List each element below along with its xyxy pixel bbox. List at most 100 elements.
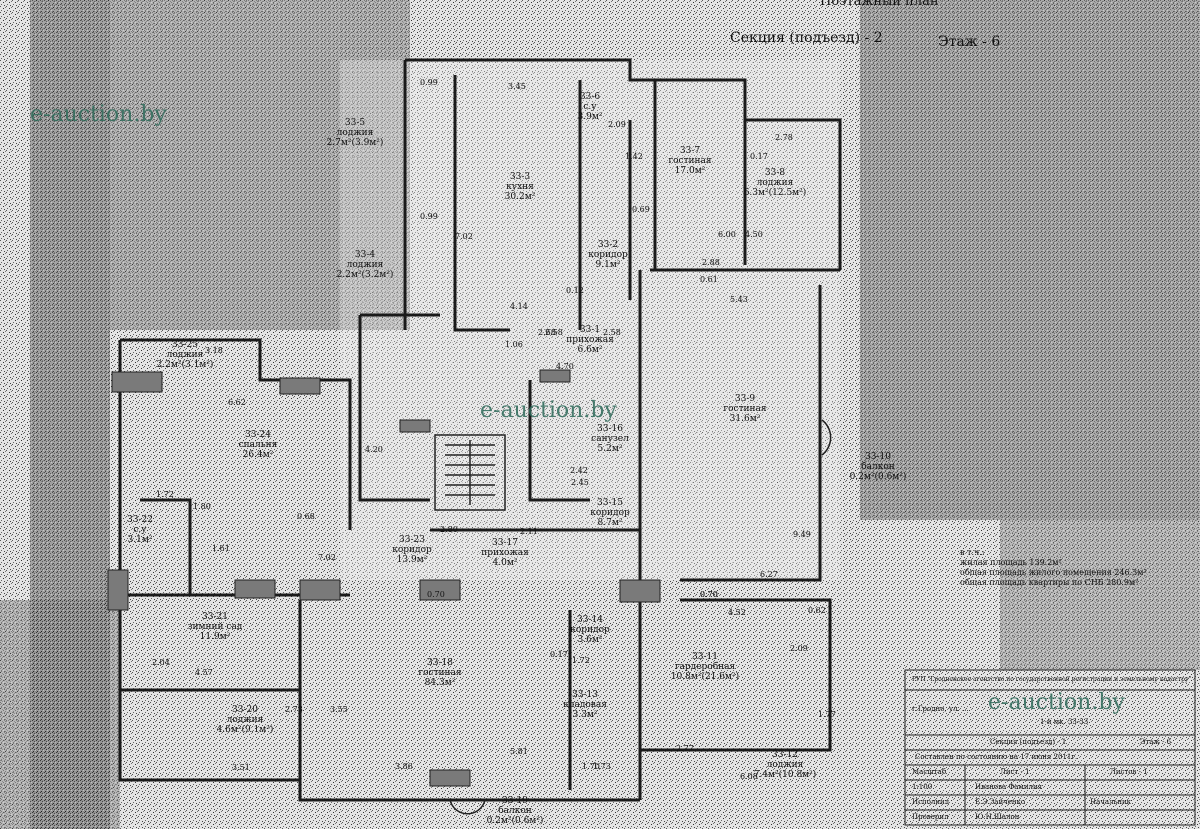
room-area: 5.2м²	[597, 444, 623, 454]
dimension-label: 2.45	[571, 478, 589, 487]
wall-blocks	[107, 369, 661, 787]
room-area: 11.9м²	[199, 632, 231, 642]
dimension-label: 6.00	[718, 230, 736, 239]
room-area: 17.0м²	[674, 166, 706, 176]
dimension-label: 4.20	[365, 445, 383, 454]
room-area: 2.2м²(3.1м²)	[156, 360, 214, 370]
room-type: коридор	[590, 508, 630, 518]
dimension-label: 6.08	[740, 772, 758, 781]
dimension-label: 9.49	[793, 530, 811, 539]
room-type: лоджия	[336, 128, 374, 138]
room-number: 33-23	[399, 535, 425, 545]
watermark: e-auction.by	[988, 690, 1125, 715]
dimension-label: 2.77	[676, 744, 694, 753]
dimension-label: 0.61	[700, 275, 718, 284]
dimension-label: 0.69	[632, 205, 650, 214]
room-type: с.у	[133, 525, 147, 535]
title-block-staff: Начальник	[1090, 798, 1132, 806]
dimension-label: 0.68	[297, 512, 315, 521]
room-area: 7.4м²(10.8м²)	[753, 770, 817, 780]
title-block-section: Секция (подъезд) - 1	[990, 738, 1067, 746]
dimension-label: 0.70	[427, 590, 445, 599]
title-block-name: Иванова Фамилия	[975, 783, 1043, 791]
title-block-row-label: Листов - 1	[1110, 768, 1148, 776]
room-type: лоджия	[226, 715, 264, 725]
room-type: гостиная	[418, 668, 462, 678]
area-summary-title: в т.ч.:	[960, 548, 985, 557]
room-number: 33-19	[502, 796, 528, 806]
dimension-label: 5.43	[730, 295, 748, 304]
title-block-compiled: Составлен по состоянию на 17 июня 2011г.	[915, 753, 1078, 761]
dimension-label: 1.42	[625, 152, 643, 161]
room-area: 3.9м²	[577, 112, 603, 122]
title-block-name: Е.Э.Зайченко	[975, 798, 1026, 806]
dimension-label: 0.62	[808, 606, 826, 615]
room-type: прихожая	[481, 548, 529, 558]
dimension-label: 4.50	[745, 230, 763, 239]
title-block-org: РУП "Гродненское агентство по государств…	[912, 676, 1192, 683]
dimension-label: 0.17	[750, 152, 768, 161]
dimension-label: 2.58	[545, 328, 563, 337]
room-area: 9.1м²	[595, 260, 621, 270]
room-number: 33-12	[772, 750, 798, 760]
room-area: 31.6м²	[729, 414, 761, 424]
dimension-label: 1.06	[505, 340, 523, 349]
title-block-staff: Проверил	[912, 813, 949, 821]
room-area: 3.6м²	[577, 635, 603, 645]
room-area: 2.2м²(3.2м²)	[336, 270, 394, 280]
room-number: 33-6	[579, 92, 601, 102]
dimension-label: 2.73	[285, 705, 303, 714]
title-block-staff: Исполнил	[912, 798, 950, 806]
dimension-label: 1.72	[572, 656, 590, 665]
room-number: 33-15	[597, 498, 623, 508]
room-area: 0.2м²(0.6м²)	[486, 816, 544, 826]
room-number: 33-2	[597, 240, 619, 250]
floor-label: Этаж - 6	[938, 34, 1001, 50]
dimension-label: 1.73	[593, 762, 611, 771]
dimension-label: 6.62	[228, 398, 246, 407]
dimension-label: 0.70	[700, 590, 718, 599]
dimension-label: 4.70	[556, 362, 574, 371]
dimension-label: 4.57	[195, 668, 213, 677]
title-block-unit: 1-й мк. 33-33	[1040, 718, 1089, 726]
room-area: 6.3м²(12.5м²)	[743, 188, 807, 198]
dimension-label: 2.04	[152, 658, 170, 667]
dimension-label: 2.09	[608, 120, 626, 129]
room-type: зимний сад	[187, 622, 243, 632]
room-type: спальня	[238, 440, 278, 450]
dimension-label: 7.02	[455, 232, 473, 241]
dimension-label: 6.27	[760, 570, 778, 579]
room-number: 33-25	[172, 340, 198, 350]
room-type: коридор	[570, 625, 610, 635]
area-summary-total: общая площадь жилого помещения 246.3м²	[960, 568, 1147, 577]
room-area: 3.3м²	[572, 710, 598, 720]
dimension-label: 4.52	[728, 608, 746, 617]
room-area: 3.1м²	[127, 535, 153, 545]
room-number: 33-7	[679, 146, 701, 156]
room-area: 8.7м²	[597, 518, 623, 528]
dimension-label: 5.81	[510, 747, 528, 756]
dimension-label: 1.77	[818, 710, 836, 719]
room-area: 10.8м²(21.6м²)	[670, 672, 740, 682]
room-area: 13.9м²	[396, 555, 428, 565]
dimension-label: 3.55	[330, 705, 348, 714]
room-number: 33-4	[354, 250, 376, 260]
room-number: 33-9	[734, 394, 756, 404]
room-number: 33-14	[577, 615, 603, 625]
dimension-label: 2.68	[538, 328, 556, 337]
room-area: 26.4м²	[242, 450, 274, 460]
